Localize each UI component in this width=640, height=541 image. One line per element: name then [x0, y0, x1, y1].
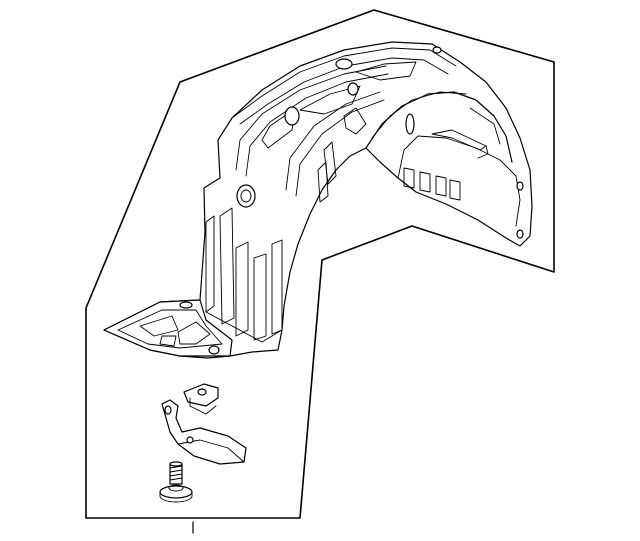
mounting-bracket — [161, 399, 247, 465]
screw — [159, 461, 193, 503]
assembly-frame — [85, 9, 555, 519]
fender-liner — [103, 41, 533, 359]
retainer-clip — [183, 383, 219, 415]
